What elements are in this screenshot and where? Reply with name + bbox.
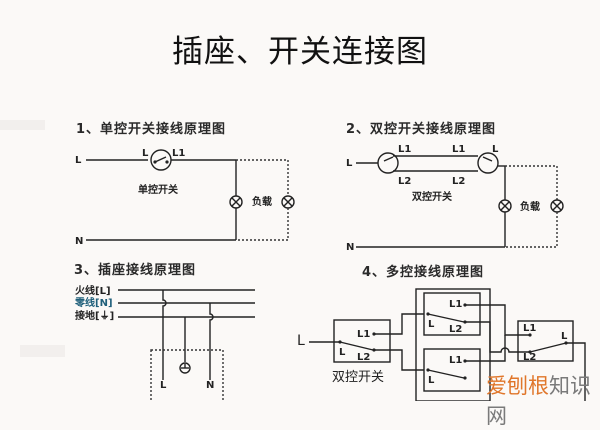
svg-text:L2: L2 [449,324,462,335]
watermark: 爱刨根知识网 [486,370,600,430]
double-switch-diagram: L L1 L2 L1 L2 L 双控开关 负载 N [346,144,564,253]
svg-text:L1: L1 [449,299,462,310]
d2-sw1-l2-label: L2 [398,176,411,187]
multi-control-diagram: L L1 L L2 双控开关 L1 L L2 L1 L [297,288,586,401]
d3-socket-n: N [206,380,214,391]
d1-switch-name: 单控开关 [138,183,178,196]
watermark-part1: 爱刨根 [486,374,549,398]
d1-line-label: L [75,155,82,166]
svg-text:L2: L2 [523,352,536,363]
svg-text:L1: L1 [449,355,462,366]
single-switch-diagram: L L L1 单控开关 负载 N [75,148,295,247]
section-1-heading: 1、单控开关接线原理图 [76,122,227,137]
ground-icon [179,362,191,374]
page-title: 插座、开关连接图 [172,34,428,70]
d3-ground-label: 接地[⏚] [75,309,114,322]
svg-text:L2: L2 [357,352,370,363]
background-artifact [0,120,45,130]
section-3-heading: 3、插座接线原理图 [74,263,197,278]
d2-load-label: 负载 [520,200,540,213]
svg-text:L: L [339,347,346,358]
d2-out-label: L [492,144,499,155]
socket-box [150,349,224,401]
d2-sw1-l1-label: L1 [398,144,411,155]
d3-neutral-label: 零线[N] [74,296,113,309]
background-artifact [20,345,65,357]
d2-sw2-l1-label: L1 [452,144,465,155]
svg-text:L1: L1 [357,329,370,340]
svg-text:L: L [428,375,435,386]
left-double-switch [333,319,391,363]
section-2-heading: 2、双控开关接线原理图 [346,122,497,137]
svg-text:L: L [561,331,568,342]
d1-load-label: 负载 [252,195,272,208]
d4-left-switch-name: 双控开关 [332,370,384,385]
svg-text:L1: L1 [523,323,536,334]
switch-icon [477,152,499,174]
d4-input-label: L [297,333,305,349]
d3-socket-l: L [160,380,167,391]
d1-switch-in-label: L [142,148,149,159]
svg-text:L: L [428,319,435,330]
d2-switch-name: 双控开关 [412,190,452,203]
d2-neutral-label: N [346,242,354,253]
d3-live-label: 火线[L] [75,284,111,297]
switch-icon [377,152,399,174]
d1-switch-out-label: L1 [172,148,185,159]
section-4-heading: 4、多控接线原理图 [362,265,485,280]
d1-neutral-label: N [75,236,83,247]
right-double-switch [517,320,574,362]
d2-line-label: L [346,158,353,169]
d2-sw2-l2-label: L2 [452,176,465,187]
wiring-diagram: L L L1 单控开关 负载 N L L1 L2 L1 L2 L 双控开关 [74,144,586,401]
socket-diagram: 火线[L] 零线[N] 接地[⏚] L N [74,284,255,401]
